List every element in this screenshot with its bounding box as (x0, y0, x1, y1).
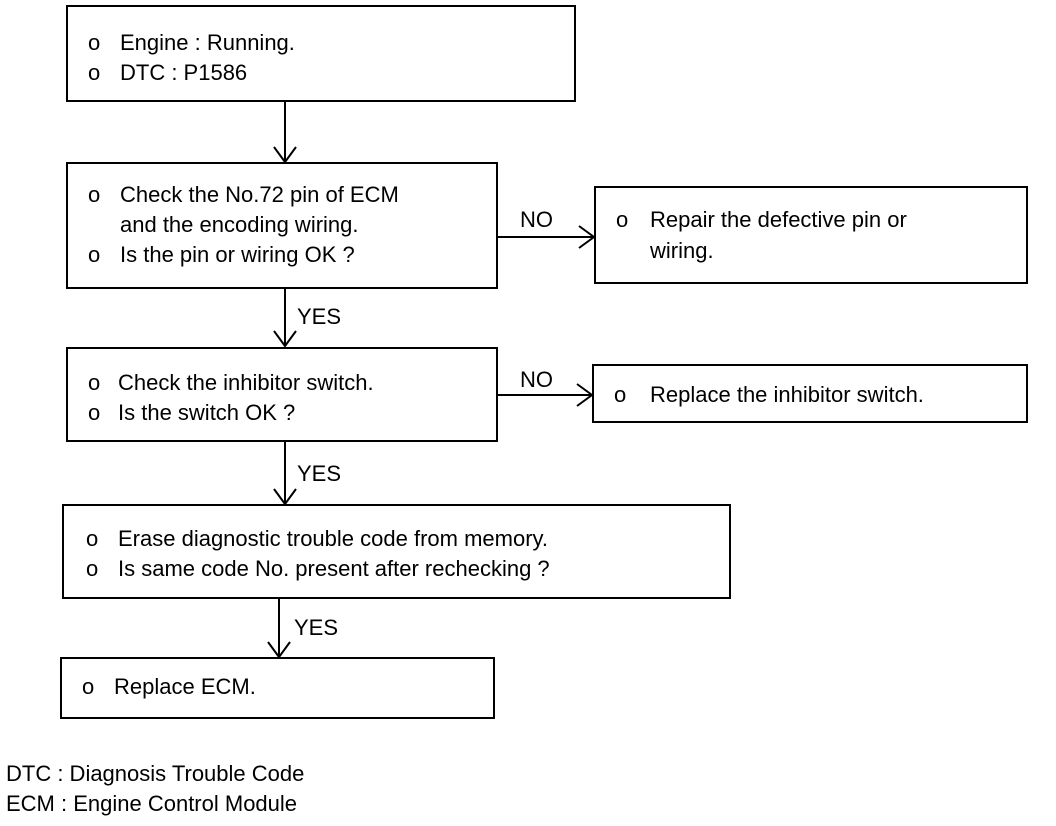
arrowhead-check-switch (273, 330, 297, 348)
bullet: o (88, 60, 101, 85)
bullet: o (88, 30, 101, 55)
start-line-2: DTC : P1586 (120, 60, 248, 85)
erase-line-2: Is same code No. present after recheckin… (118, 556, 550, 581)
arrowhead-check-pin (273, 146, 297, 164)
replace-switch-box: o Replace the inhibitor switch. (592, 364, 1028, 423)
replace-switch-line-1: Replace the inhibitor switch. (650, 382, 924, 407)
bullet: o (82, 674, 95, 699)
repair-line-1: Repair the defective pin or (650, 207, 907, 232)
bullet: o (86, 526, 99, 551)
replace-ecm-box: o Replace ECM. (60, 657, 495, 719)
bullet: o (86, 556, 99, 581)
bullet: o (88, 182, 101, 207)
repair-line-2: wiring. (650, 238, 714, 263)
check-pin-line-2: and the encoding wiring. (120, 212, 359, 237)
bullet: o (616, 207, 629, 232)
bullet: o (88, 242, 101, 267)
arrowhead-repair (578, 225, 596, 249)
legend-dtc: DTC : Diagnosis Trouble Code (6, 761, 305, 786)
edge-label-no: NO (520, 207, 553, 232)
erase-line-1: Erase diagnostic trouble code from memor… (118, 526, 548, 551)
start-line-1: Engine : Running. (120, 30, 295, 55)
arrowhead-replace-switch (576, 383, 594, 407)
arrowhead-replace-ecm (267, 641, 291, 659)
bullet: o (88, 370, 101, 395)
check-switch-box: o Check the inhibitor switch. o Is the s… (66, 347, 498, 442)
legend-ecm: ECM : Engine Control Module (6, 791, 298, 816)
bullet: o (614, 382, 627, 407)
check-switch-line-2: Is the switch OK ? (118, 400, 296, 425)
check-switch-line-1: Check the inhibitor switch. (118, 370, 374, 395)
arrowhead-erase (273, 488, 297, 506)
edge-label-no: NO (520, 367, 553, 392)
bullet: o (88, 400, 101, 425)
check-pin-line-3: Is the pin or wiring OK ? (120, 242, 355, 267)
replace-ecm-line-1: Replace ECM. (114, 674, 256, 699)
check-pin-box: o Check the No.72 pin of ECM and the enc… (66, 162, 498, 289)
start-box: o Engine : Running. o DTC : P1586 (66, 5, 576, 102)
repair-box: o Repair the defective pin or wiring. (594, 186, 1028, 284)
erase-box: o Erase diagnostic trouble code from mem… (62, 504, 731, 599)
edge-label-yes: YES (294, 615, 339, 640)
edge-label-yes: YES (297, 461, 342, 486)
edge-label-yes: YES (297, 304, 342, 329)
check-pin-line-1: Check the No.72 pin of ECM (120, 182, 399, 207)
